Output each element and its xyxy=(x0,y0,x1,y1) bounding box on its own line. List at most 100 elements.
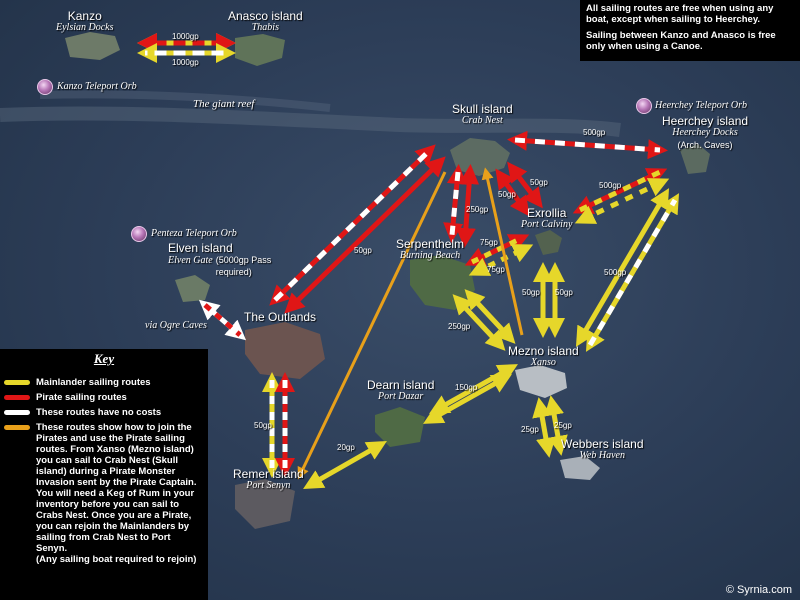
island-name: Kanzo xyxy=(67,9,102,23)
key-text: These routes show how to join the Pirate… xyxy=(36,422,197,554)
route-mezno-exrollia xyxy=(533,262,565,338)
cost-label: 75gp xyxy=(487,265,505,274)
cost-label: 250gp xyxy=(466,205,489,214)
island-extra: (Arch. Caves) xyxy=(677,140,733,150)
cost-label: 500gp xyxy=(583,128,606,137)
island-name: Anasco island xyxy=(228,9,303,23)
island-elven[interactable]: Elven island Elven Gate (5000gp Pass req… xyxy=(168,242,276,278)
cost-label: 75gp xyxy=(480,238,498,247)
note-line: All sailing routes are free when using a… xyxy=(586,3,774,25)
webbers-island-shape xyxy=(560,456,600,480)
orb-label-heerchey: Heerchey Teleport Orb xyxy=(655,100,748,111)
island-port: Elven Gate xyxy=(168,255,213,266)
route-outlands-skull xyxy=(269,144,446,314)
island-kanzo[interactable]: Kanzo Eylsian Docks xyxy=(56,10,114,34)
key-swatch xyxy=(4,380,30,385)
cost-label: 25gp xyxy=(521,425,539,434)
island-port: Heerchey Docks xyxy=(672,127,738,138)
note-line: Sailing between Kanzo and Anasco is free… xyxy=(586,30,776,52)
cost-label: 50gp xyxy=(555,288,573,297)
island-port: Burning Beach xyxy=(399,250,461,261)
island-port: Port Calviny xyxy=(521,219,573,230)
island-anasco[interactable]: Anasco island Thabis xyxy=(228,10,303,34)
remer-island-shape xyxy=(235,479,295,529)
dearn-island-shape xyxy=(375,407,425,447)
penteza-orb-icon[interactable] xyxy=(131,226,147,242)
heerchey-orb-icon[interactable] xyxy=(636,98,652,114)
exrollia-island-shape xyxy=(535,230,562,255)
kanzo-island-shape xyxy=(65,32,120,60)
key-item: Pirate sailing routes xyxy=(4,392,204,403)
cost-label: 150gp xyxy=(455,383,478,392)
island-name: Remer island xyxy=(233,467,304,481)
key-swatch xyxy=(4,410,30,415)
kanzo-orb-icon[interactable] xyxy=(37,79,53,95)
island-remer[interactable]: Remer island Port Senyn xyxy=(233,468,304,492)
island-port: Crab Nest xyxy=(461,115,503,126)
key-text: Mainlander sailing routes xyxy=(36,377,151,388)
island-name: Exrollia xyxy=(527,206,567,220)
island-serpenthelm[interactable]: Serpenthelm Burning Beach xyxy=(396,238,464,262)
route-heerchey-mezno xyxy=(575,188,680,352)
island-port: Xanso xyxy=(530,357,556,368)
cost-label: 50gp xyxy=(354,246,372,255)
heerchey-island-shape xyxy=(680,144,710,174)
key-item: These routes show how to join the Pirate… xyxy=(4,422,204,554)
cost-label: 50gp xyxy=(498,190,516,199)
island-port: Port Senyn xyxy=(246,480,291,491)
route-mezno-webbers xyxy=(532,395,568,458)
island-name: Skull island xyxy=(452,102,513,116)
route-join-pirates xyxy=(297,167,524,480)
elven-island-shape xyxy=(175,275,210,302)
mezno-island-shape xyxy=(515,365,567,398)
island-name: Mezno island xyxy=(508,344,579,358)
island-extra: (5000gp Pass required) xyxy=(215,255,272,277)
route-serpenthelm-exrollia xyxy=(464,234,534,276)
key-text: Pirate sailing routes xyxy=(36,392,127,403)
island-name: Elven island xyxy=(168,241,233,255)
route-exrollia-heerchey xyxy=(572,168,670,224)
route-skull-serpenthelm xyxy=(443,164,480,248)
island-port: Web Haven xyxy=(579,450,625,461)
cost-label: 50gp xyxy=(530,178,548,187)
skull-island-shape xyxy=(450,138,510,176)
island-port: Port Dazar xyxy=(378,391,424,402)
route-serpenthelm-mezno xyxy=(452,289,516,351)
cost-label: 1000gp xyxy=(172,58,199,67)
copyright: © Syrnia.com xyxy=(725,584,792,596)
outlands-island-shape xyxy=(245,322,325,379)
island-webbers[interactable]: Webbers island Web Haven xyxy=(561,438,644,462)
island-outlands[interactable]: The Outlands xyxy=(244,310,317,324)
cost-label: 500gp xyxy=(604,268,627,277)
island-port: Thabis xyxy=(251,22,279,33)
cost-label: 50gp xyxy=(254,421,272,430)
route-elven-outlands xyxy=(198,299,247,341)
reef-label: The giant reef xyxy=(193,98,255,110)
island-dearn[interactable]: Dearn island Port Dazar xyxy=(367,379,434,403)
info-note: All sailing routes are free when using a… xyxy=(580,0,800,61)
island-name: Serpenthelm xyxy=(396,237,465,251)
key-text: These routes have no costs xyxy=(36,407,162,418)
cost-label: 25gp xyxy=(554,421,572,430)
route-dearn-mezno xyxy=(423,364,518,424)
route-skull-heerchey xyxy=(507,130,668,160)
island-skull[interactable]: Skull island Crab Nest xyxy=(452,103,513,127)
orb-label-penteza: Penteza Teleport Orb xyxy=(151,228,237,239)
island-port: Eylsian Docks xyxy=(56,22,114,33)
island-heerchey[interactable]: Heerchey island Heerchey Docks (Arch. Ca… xyxy=(662,115,748,151)
island-name: Dearn island xyxy=(367,378,435,392)
island-exrollia[interactable]: Exrollia Port Calviny xyxy=(521,207,572,231)
serpenthelm-island-shape xyxy=(410,255,475,310)
cost-label: 250gp xyxy=(448,322,471,331)
cost-label: 500gp xyxy=(599,181,622,190)
anasco-island-shape xyxy=(235,34,285,66)
island-mezno[interactable]: Mezno island Xanso xyxy=(508,345,579,369)
route-outlands-remer xyxy=(262,372,295,478)
cost-label: 1000gp xyxy=(172,32,199,41)
island-name: Heerchey island xyxy=(662,114,749,128)
key-item: Mainlander sailing routes xyxy=(4,377,204,388)
route-remer-dearn xyxy=(303,441,387,489)
cost-label: 20gp xyxy=(337,443,355,452)
